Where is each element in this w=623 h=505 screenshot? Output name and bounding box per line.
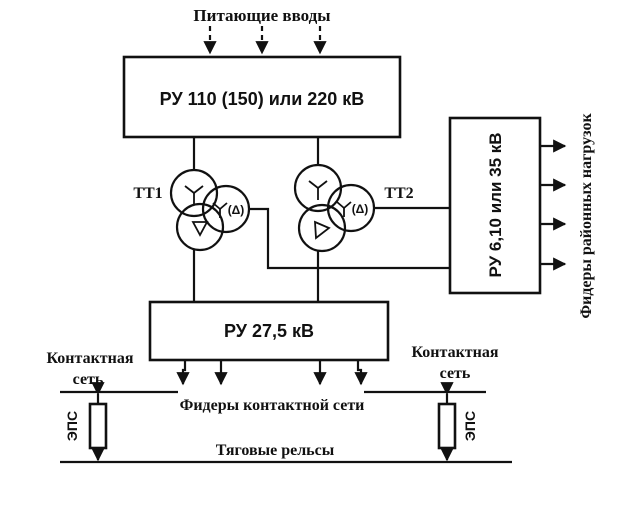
eps-right: ЭПС [437,382,478,462]
wye-symbol-icon [184,185,204,205]
ru-high-voltage-label: РУ 110 (150) или 220 кВ [160,89,365,109]
traction-rails-label: Тяговые рельсы [216,442,335,459]
ru-traction-block: РУ 27,5 кВ [148,300,390,362]
ru-district-block: РУ 6,10 или 35 кВ [448,116,542,295]
ru-traction-label: РУ 27,5 кВ [224,321,314,341]
contact-network-right-label-2: сеть [440,365,471,382]
tt2-label: ТТ2 [384,185,413,202]
ru-district-label: РУ 6,10 или 35 кВ [486,132,505,277]
delta-symbol-icon [314,220,331,240]
delta-symbol-icon [191,221,209,237]
wye-delta-symbol-icon: (Δ) [336,201,369,217]
district-feeders-label: Фидеры районных нагрузок [578,113,595,319]
contact-feeder-arrows [176,360,368,386]
eps-left-label: ЭПС [64,411,80,441]
wye-symbol-icon [308,180,328,200]
eps-right-label: ЭПС [462,411,478,441]
supply-inputs-title: Питающие вводы [193,6,330,25]
tt2-delta-mark: (Δ) [352,202,369,216]
district-feeder-arrows [540,139,567,271]
tt1-delta-mark: (Δ) [228,203,245,217]
contact-network-right-label-1: Контактная [411,344,498,361]
contact-feeders-label: Фидеры контактной сети [180,397,365,414]
contact-network-left-label-1: Контактная [46,350,133,367]
transformer-tt1: (Δ) ТТ1 [133,168,251,252]
supply-input-arrows [203,26,327,55]
tt1-label: ТТ1 [133,185,162,202]
contact-network-left-label-2: сеть [73,371,104,388]
ru-high-voltage-block: РУ 110 (150) или 220 кВ [122,55,402,139]
wye-delta-symbol-icon: (Δ) [212,202,245,218]
eps-left: ЭПС [64,382,108,462]
